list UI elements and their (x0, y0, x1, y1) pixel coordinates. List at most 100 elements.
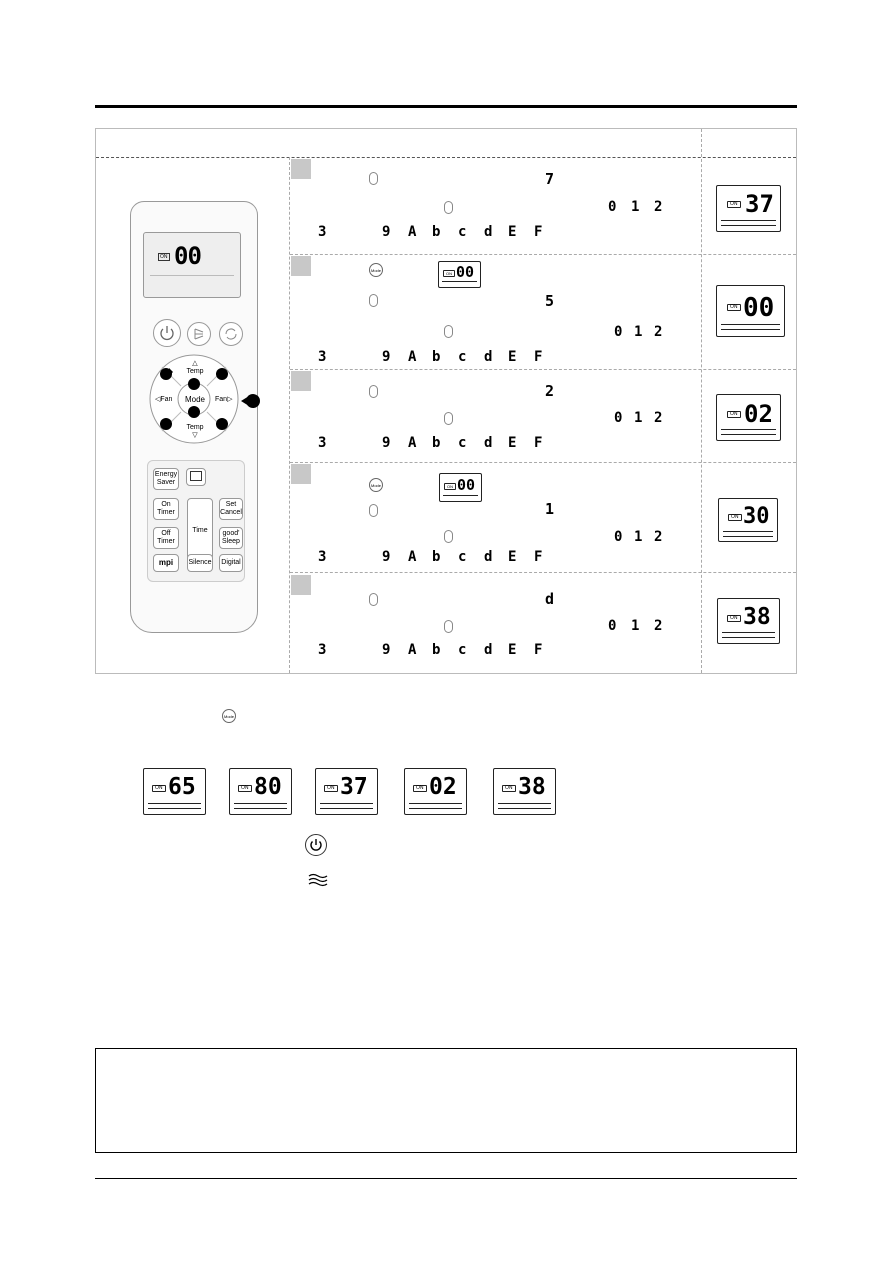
target-digit: 2 (545, 382, 555, 400)
display-digits: 30 (743, 504, 770, 529)
inline-display: ON 00 (439, 473, 482, 502)
seq-bottom-5: d (484, 549, 493, 565)
on-indicator: ON (238, 785, 252, 792)
seq-top-2: 2 (654, 410, 663, 426)
display-line (722, 637, 775, 638)
display-line (409, 808, 462, 809)
temp-button-icon (444, 201, 453, 214)
seq-bottom-0: 3 (318, 435, 327, 451)
seq-bottom-0: 3 (318, 549, 327, 565)
temp-up-label: Temp (186, 368, 204, 375)
temp-button-icon (369, 385, 378, 398)
temp-button-icon (444, 530, 453, 543)
on-indicator: ON (502, 785, 516, 792)
fan-right-label: Fan (215, 396, 228, 403)
mode-button[interactable]: Mode (184, 395, 205, 404)
temp-button-icon (369, 294, 378, 307)
off-timer-button[interactable]: Off Timer (153, 527, 179, 549)
bottom-rule (95, 1178, 797, 1179)
mpi-button[interactable]: mpi (153, 554, 179, 572)
on-indicator: ON (324, 785, 338, 792)
row-divider (290, 572, 796, 573)
display-button[interactable] (186, 468, 206, 486)
on-timer-button[interactable]: On Timer (153, 498, 179, 520)
display-line (721, 220, 776, 221)
seq-bottom-0: 3 (318, 642, 327, 658)
display-line (721, 324, 780, 325)
procedure-table (95, 128, 797, 674)
remote-swing-button[interactable] (187, 322, 211, 346)
temp-button-icon (369, 504, 378, 517)
seq-bottom-1: 9 (382, 435, 391, 451)
seq-bottom-7: F (534, 642, 543, 658)
fan-right-button[interactable]: Fan▷ (215, 396, 233, 403)
display-line (320, 808, 373, 809)
remote-dpad: △Temp Temp▽ Mode ◁Fan Fan▷ (149, 354, 260, 444)
cycle-display-2: ON 80 (229, 768, 292, 815)
display-line (723, 531, 773, 532)
on-indicator: ON (727, 201, 741, 208)
on-indicator: ON (444, 483, 456, 490)
seq-bottom-3: b (432, 642, 441, 658)
seq-bottom-7: F (534, 224, 543, 240)
display-digits: 00 (743, 293, 775, 323)
mode-button-icon: Mode (222, 709, 236, 723)
seq-bottom-5: d (484, 349, 493, 365)
target-digit: 5 (545, 292, 555, 310)
seq-top-0: 0 (608, 618, 617, 634)
fan-left-label: Fan (160, 396, 173, 403)
cycle-display-digits: 02 (429, 774, 457, 800)
temp-down-label: Temp (186, 424, 204, 431)
seq-bottom-4: c (458, 642, 467, 658)
cycle-display-digits: 80 (254, 774, 282, 800)
time-button[interactable]: Time (187, 498, 213, 560)
cycle-display-1: ON 65 (143, 768, 206, 815)
result-display-2: ON 00 (716, 285, 785, 337)
seq-bottom-1: 9 (382, 549, 391, 565)
on-indicator: ON (413, 785, 427, 792)
column-divider-remote (289, 157, 290, 673)
set-cancel-button[interactable]: Set Cancel (219, 498, 243, 520)
display-line (498, 808, 551, 809)
display-line (723, 536, 773, 537)
seq-bottom-2: A (408, 224, 417, 240)
swing-icon (194, 328, 204, 340)
energy-saver-button[interactable]: Energy Saver (153, 468, 179, 490)
remote-power-button[interactable] (153, 319, 181, 347)
seq-top-1: 1 (634, 410, 643, 426)
seq-top-0: 0 (614, 529, 623, 545)
seq-top-2: 2 (654, 618, 663, 634)
seq-bottom-4: c (458, 435, 467, 451)
on-indicator: ON (728, 514, 742, 521)
seq-bottom-2: A (408, 349, 417, 365)
seq-bottom-6: E (508, 435, 517, 451)
seq-bottom-6: E (508, 549, 517, 565)
cycle-display-digits: 37 (340, 774, 368, 800)
seq-bottom-7: F (534, 349, 543, 365)
wind-symbol (308, 873, 328, 887)
silence-button[interactable]: Silence (187, 554, 213, 572)
seq-bottom-3: b (432, 349, 441, 365)
column-divider-display (701, 129, 702, 673)
display-line (409, 803, 462, 804)
display-digits: 38 (743, 604, 771, 630)
step-number-1 (291, 159, 311, 179)
step-number-3 (291, 371, 311, 391)
result-display-4: ON 30 (718, 498, 778, 542)
remote-on-indicator: ON (158, 253, 170, 261)
step-number-4 (291, 464, 311, 484)
power-icon (305, 834, 327, 856)
display-line (443, 495, 478, 496)
seq-bottom-0: 3 (318, 224, 327, 240)
seq-bottom-1: 9 (382, 224, 391, 240)
mode-button-icon: Mode (369, 478, 383, 492)
digital-button[interactable]: Digital (219, 554, 243, 572)
remote-refresh-button[interactable] (219, 322, 243, 346)
table-header-divider (96, 157, 796, 158)
temp-up-button[interactable]: △Temp (186, 360, 204, 375)
temp-down-button[interactable]: Temp▽ (186, 424, 204, 439)
seq-top-1: 1 (634, 529, 643, 545)
fan-left-button[interactable]: ◁Fan (155, 396, 173, 403)
on-indicator: ON (727, 411, 741, 418)
good-sleep-button[interactable]: good' Sleep (219, 527, 243, 549)
